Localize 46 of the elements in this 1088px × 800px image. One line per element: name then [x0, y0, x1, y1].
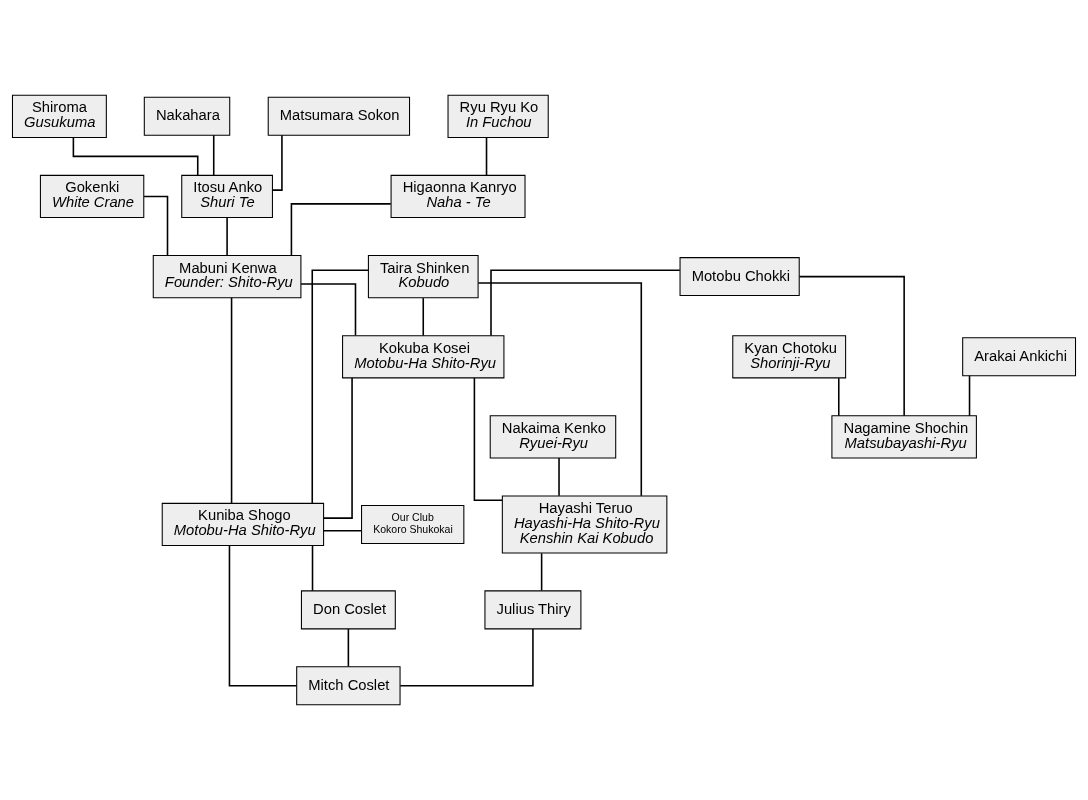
node-box: Nagamine Shochin Matsubayashi-Ryu	[831, 415, 977, 459]
connector	[399, 628, 534, 687]
node-box: Don Coslet	[300, 590, 396, 630]
node-box: Taira Shinken Kobudo	[367, 255, 479, 299]
connector	[212, 134, 215, 177]
connector	[347, 628, 350, 668]
node-box: Hayashi Teruo Hayashi-Ha Shito-Ryu Kenshin Kai Kobudo	[501, 495, 668, 554]
node-box: Mabuni Kenwa Founder: Shito-Ryu	[152, 255, 302, 299]
connector	[300, 283, 357, 337]
node-box: Kyan Chotoku Shorinji-Ryu	[732, 335, 847, 379]
connector	[272, 134, 283, 191]
connector	[485, 137, 488, 176]
connector	[311, 544, 314, 592]
connector	[422, 297, 425, 337]
connector	[290, 203, 392, 256]
connector	[226, 217, 228, 257]
node-box: Kokuba Kosei Motobu-Ha Shito-Ryu	[342, 335, 505, 379]
node-box: Nakahara	[143, 96, 231, 136]
node-box: Kuniba Shogo Motobu-Ha Shito-Ryu	[161, 502, 325, 547]
node-box: Motobu Chokki	[679, 257, 800, 297]
node-box: Arakai Ankichi	[962, 337, 1077, 377]
connector	[143, 195, 169, 256]
connector	[798, 275, 905, 417]
connector	[473, 377, 503, 501]
connector	[323, 530, 363, 532]
connector	[477, 282, 643, 497]
node-box: Ryu Ryu Ko In Fuchou	[447, 94, 549, 138]
node-box: Shiroma Gusukuma	[11, 94, 107, 138]
connector	[228, 544, 298, 687]
connector	[490, 269, 681, 337]
node-box: Matsumara Sokon	[267, 96, 411, 136]
connector	[558, 457, 560, 497]
node-box: Itosu Anko Shuri Te	[181, 174, 273, 219]
node-box: Nakaima Kenko Ryuei-Ryu	[489, 415, 617, 459]
connector	[837, 377, 840, 417]
connector	[72, 136, 199, 176]
connector	[540, 552, 543, 592]
node-box: Julius Thiry	[484, 590, 582, 630]
node-box: Our Club Kokoro Shukokai	[361, 504, 465, 544]
connector	[322, 377, 353, 519]
node-box: Gokenki White Crane	[39, 174, 145, 219]
node-box: Mitch Coslet	[296, 666, 401, 706]
connector	[968, 374, 971, 417]
connector	[311, 269, 370, 504]
connector	[230, 296, 233, 504]
node-box: Higaonna Kanryo Naha - Te	[390, 174, 526, 219]
